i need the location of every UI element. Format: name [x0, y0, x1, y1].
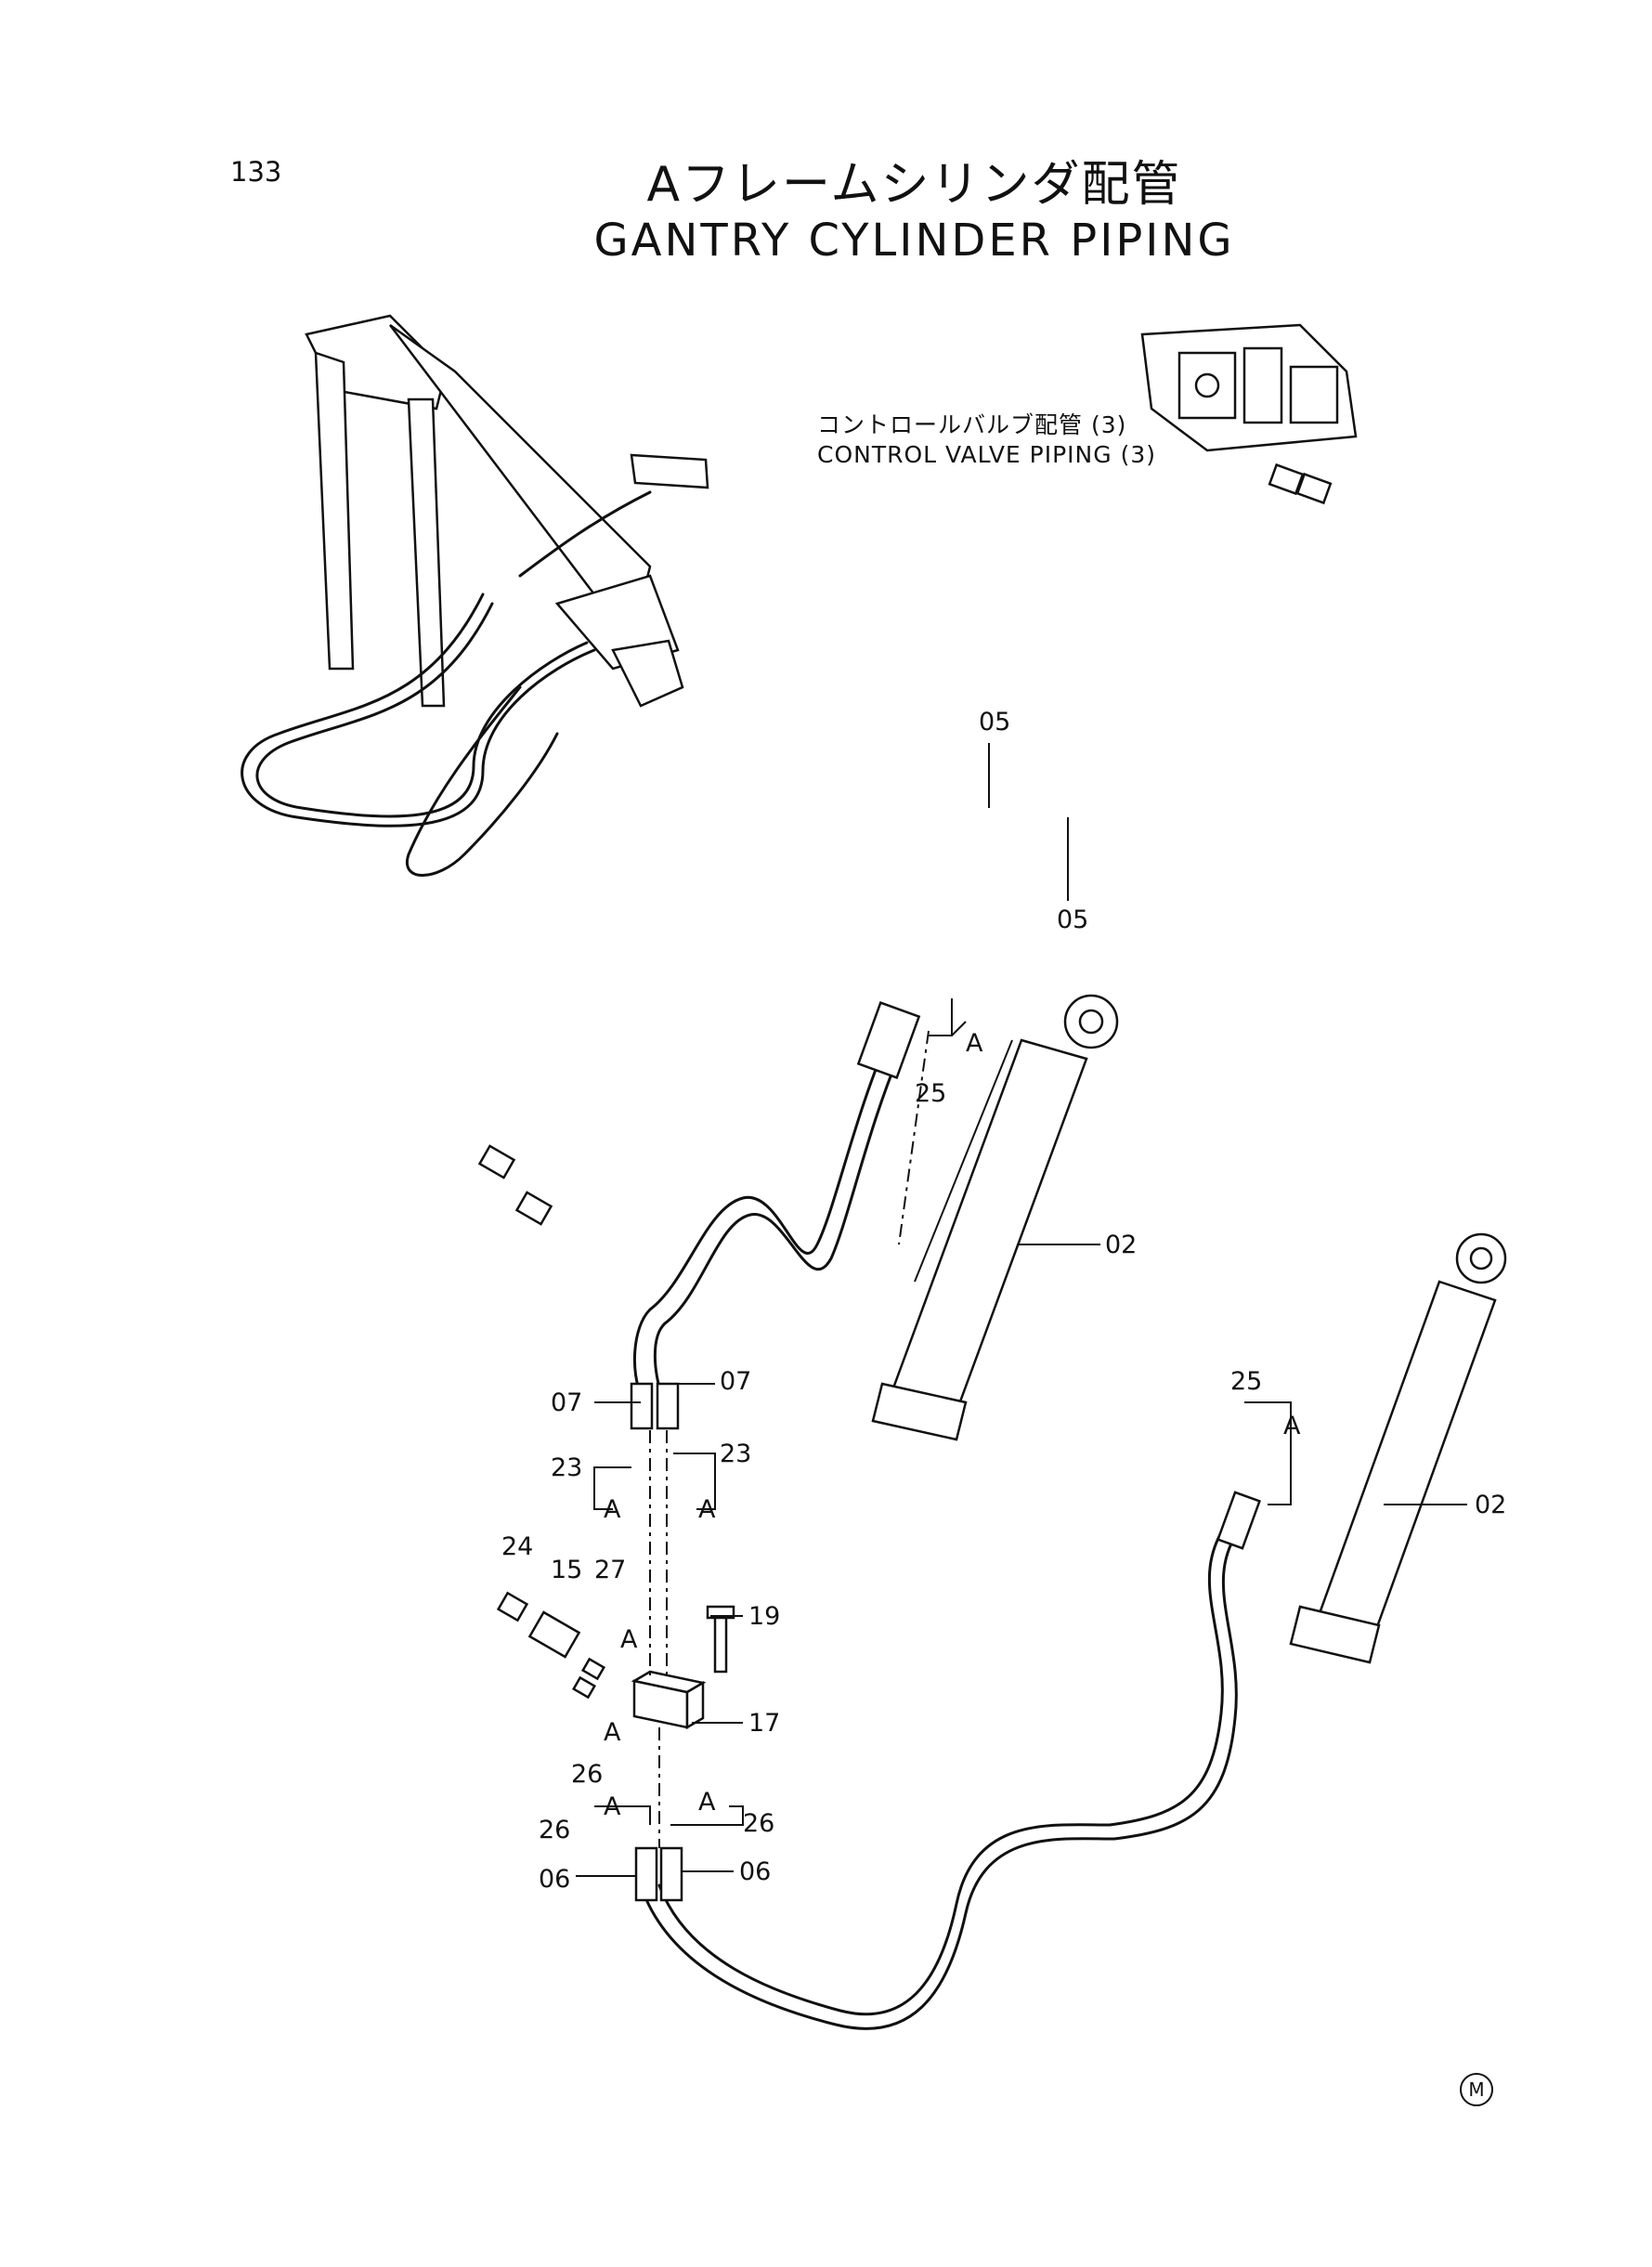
- callout-ref-a-6: A: [604, 1792, 621, 1821]
- callout-adapter-23-right: 23: [720, 1440, 752, 1468]
- page-number: 133: [230, 156, 282, 188]
- cylinder-02-left: [871, 994, 1119, 1441]
- callout-hose-07-left: 07: [551, 1388, 583, 1417]
- callout-adapter-27: 27: [594, 1556, 627, 1584]
- callout-hose-06-right: 06: [739, 1857, 772, 1886]
- title-block: Aフレームシリンダ配管 GANTRY CYLINDER PIPING: [0, 156, 1652, 267]
- callout-adapter-26-b: 26: [539, 1816, 571, 1844]
- callout-ref-a-8: A: [1283, 1412, 1301, 1440]
- callout-hose-05-lower: 05: [1057, 905, 1089, 934]
- callout-cylinder-02-left: 02: [1105, 1231, 1138, 1259]
- hoses-07: [630, 1000, 921, 1430]
- callout-cylinder-02-right: 02: [1475, 1491, 1507, 1519]
- note-control-valve-en: CONTROL VALVE PIPING (3): [817, 441, 1156, 468]
- valve-block-assembly: [496, 1030, 930, 1848]
- callout-adapter-26-a: 26: [571, 1760, 604, 1789]
- control-valve: [1140, 323, 1358, 452]
- title-english: GANTRY CYLINDER PIPING: [593, 215, 1235, 267]
- hoses-05: [247, 463, 1410, 1685]
- callout-hose-05-upper: 05: [979, 708, 1011, 736]
- callout-adapter-23-left: 23: [551, 1453, 583, 1482]
- note-control-valve-jp: コントロールバルブ配管 (3): [817, 411, 1127, 438]
- callout-ref-a-5: A: [604, 1718, 621, 1747]
- callout-fitting-25-right: 25: [1230, 1367, 1263, 1396]
- callout-plug-24: 24: [501, 1532, 534, 1561]
- hoses-06: [634, 1491, 1261, 2030]
- callout-ref-a-4: A: [620, 1625, 638, 1654]
- trademark-marker: M: [1460, 2073, 1493, 2106]
- callout-fitting-25-left: 25: [915, 1079, 947, 1108]
- callout-ref-a-7: A: [698, 1788, 716, 1817]
- callout-ref-a-1: A: [966, 1029, 983, 1058]
- callout-hose-07-right: 07: [720, 1367, 752, 1396]
- callout-bolt-19: 19: [748, 1602, 781, 1631]
- callout-hose-06-left: 06: [539, 1865, 571, 1894]
- callout-block-17: 17: [748, 1709, 781, 1738]
- cylinder-02-right: [1289, 1232, 1507, 1664]
- callout-valve-15: 15: [551, 1556, 583, 1584]
- title-japanese: Aフレームシリンダ配管: [646, 157, 1182, 213]
- callout-ref-a-3: A: [698, 1495, 716, 1524]
- callout-adapter-26-c: 26: [743, 1809, 775, 1838]
- gantry-overview-sketch: [241, 314, 709, 877]
- callout-leaders: [576, 743, 1292, 1877]
- callout-ref-a-2: A: [604, 1495, 621, 1524]
